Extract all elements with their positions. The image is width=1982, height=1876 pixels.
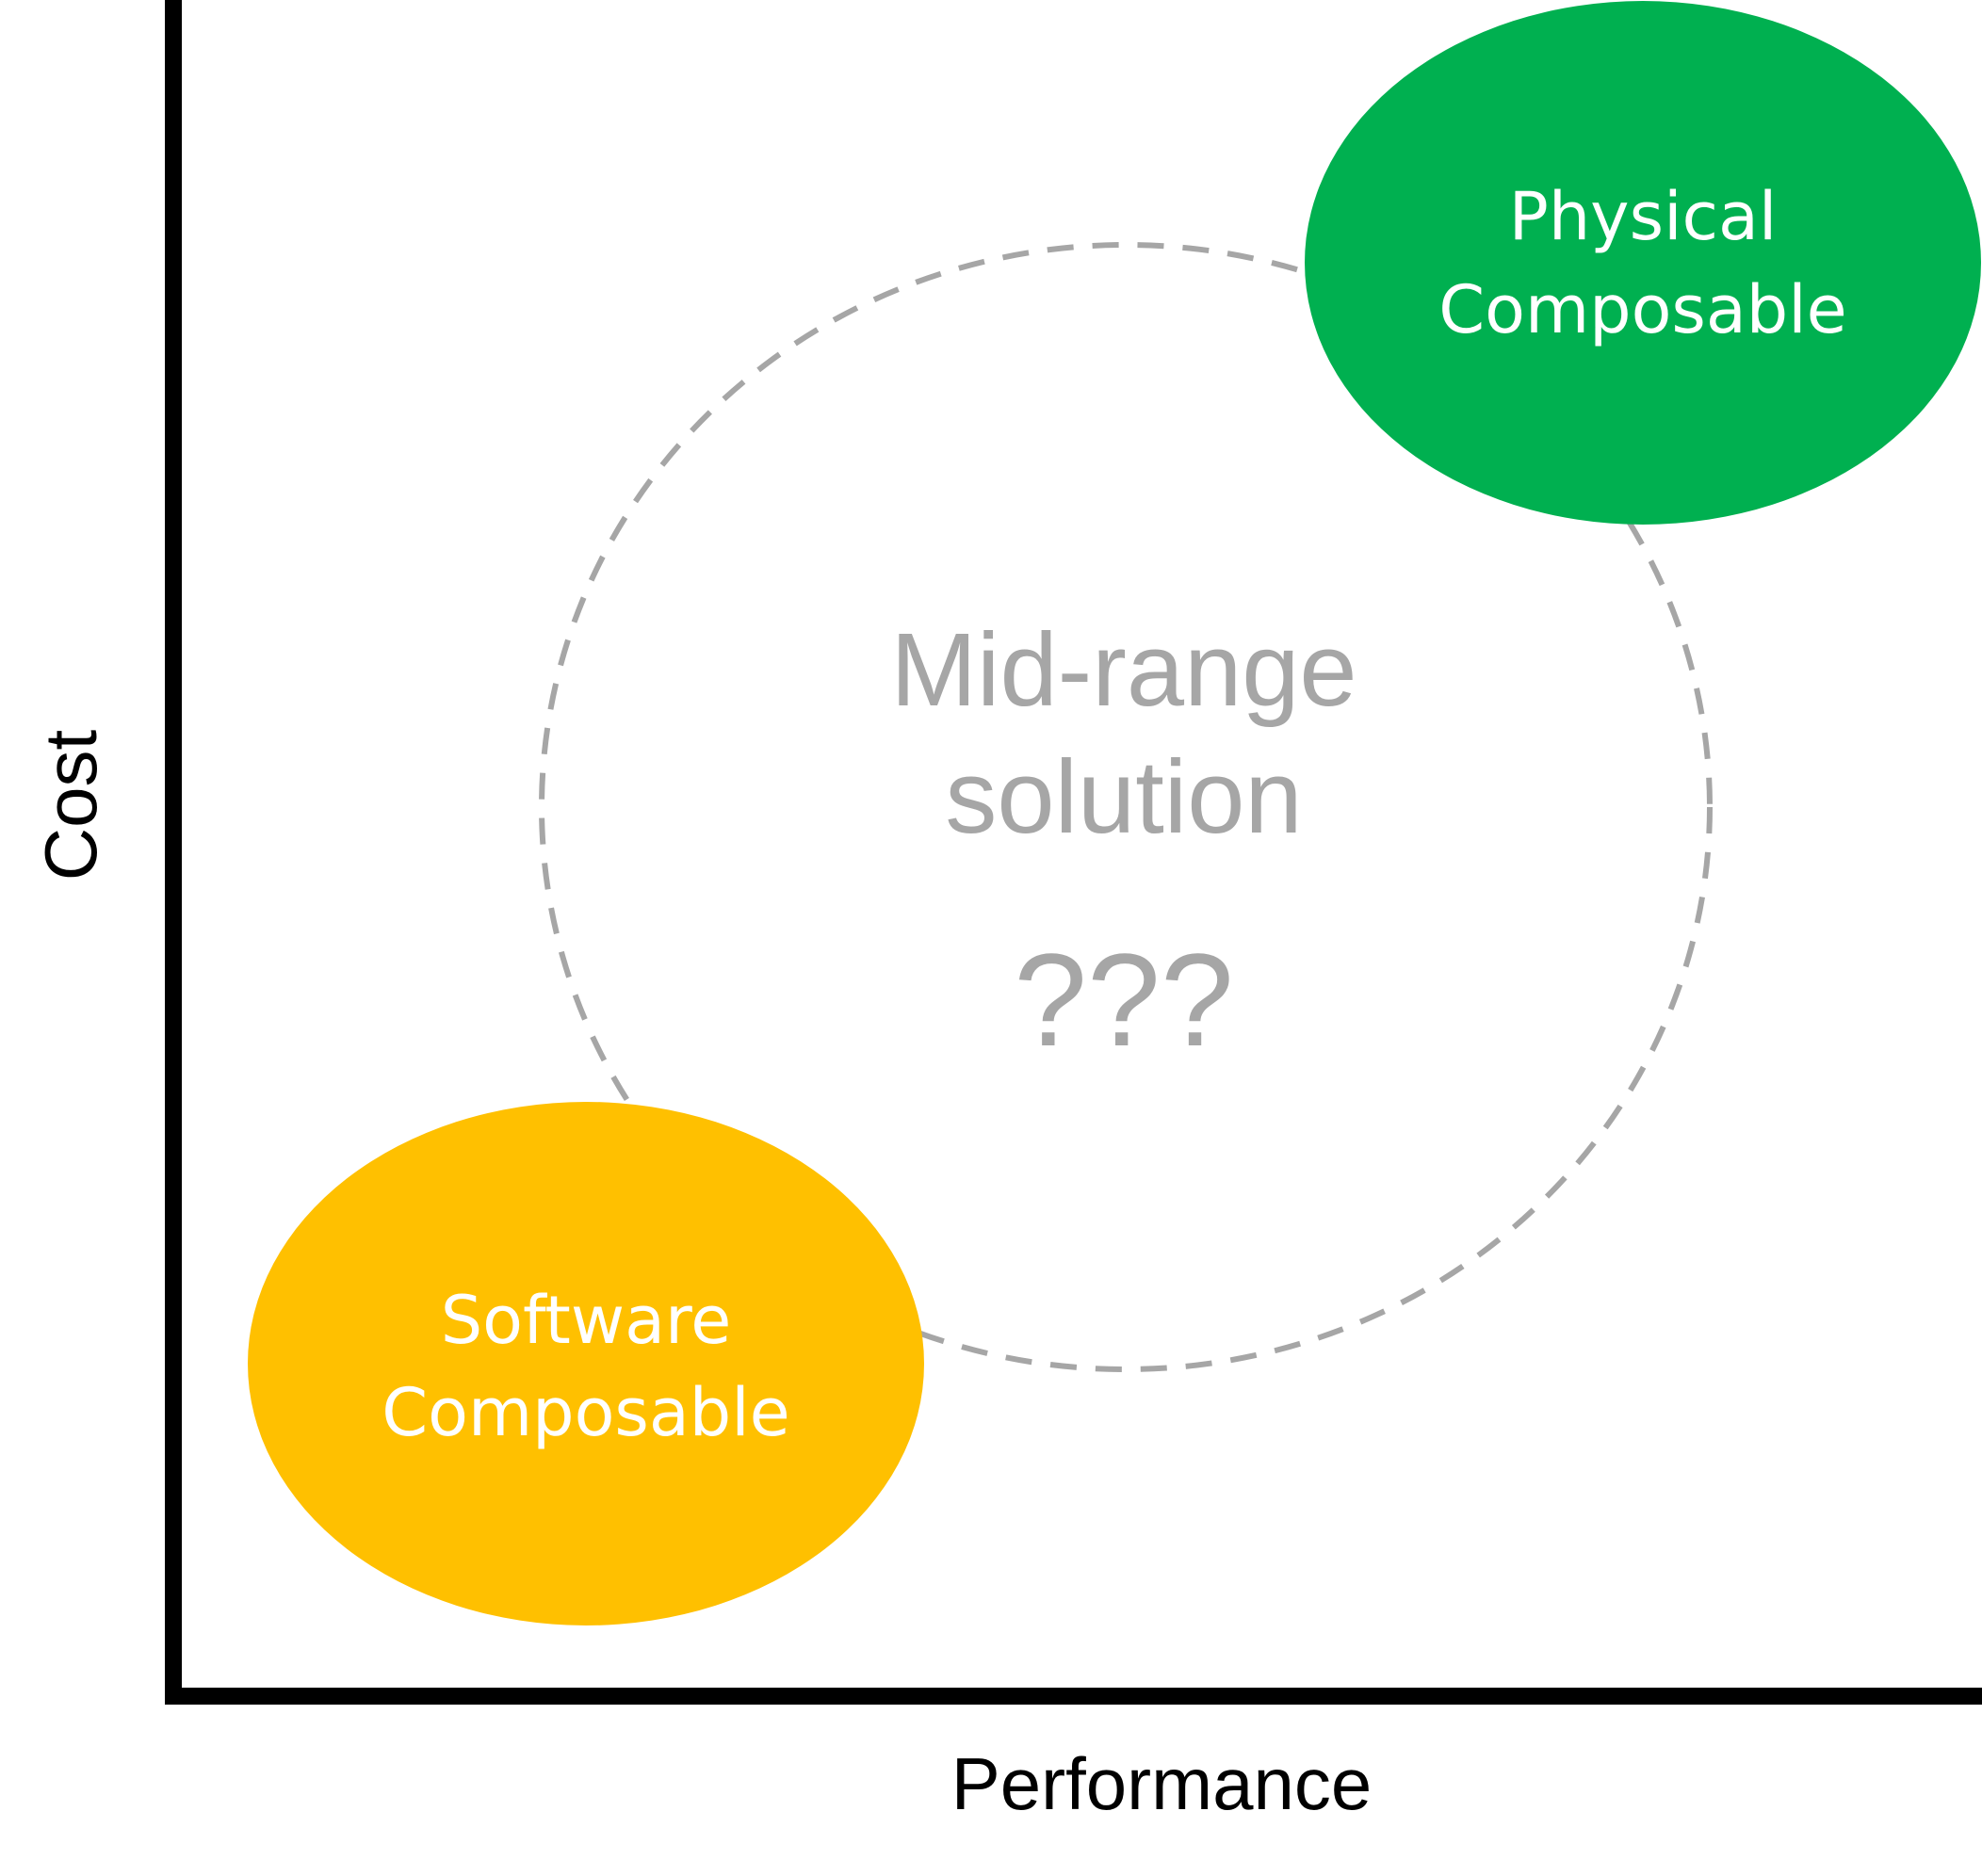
software-label-line2: Composable bbox=[382, 1374, 789, 1451]
midrange-label-line1: Mid-range bbox=[890, 612, 1357, 728]
software-composable-blob bbox=[248, 1102, 924, 1625]
physical-label-line1: Physical bbox=[1509, 178, 1778, 255]
midrange-label-line2: solution bbox=[945, 739, 1302, 855]
y-axis-label: Cost bbox=[29, 729, 112, 881]
midrange-dashed-circle bbox=[539, 242, 1713, 1372]
x-axis-label: Performance bbox=[951, 1742, 1373, 1825]
physical-label-line2: Composable bbox=[1438, 271, 1846, 348]
software-label-line1: Software bbox=[441, 1282, 732, 1359]
midrange-question-marks: ??? bbox=[1014, 926, 1234, 1074]
physical-composable-blob bbox=[1305, 1, 1981, 525]
